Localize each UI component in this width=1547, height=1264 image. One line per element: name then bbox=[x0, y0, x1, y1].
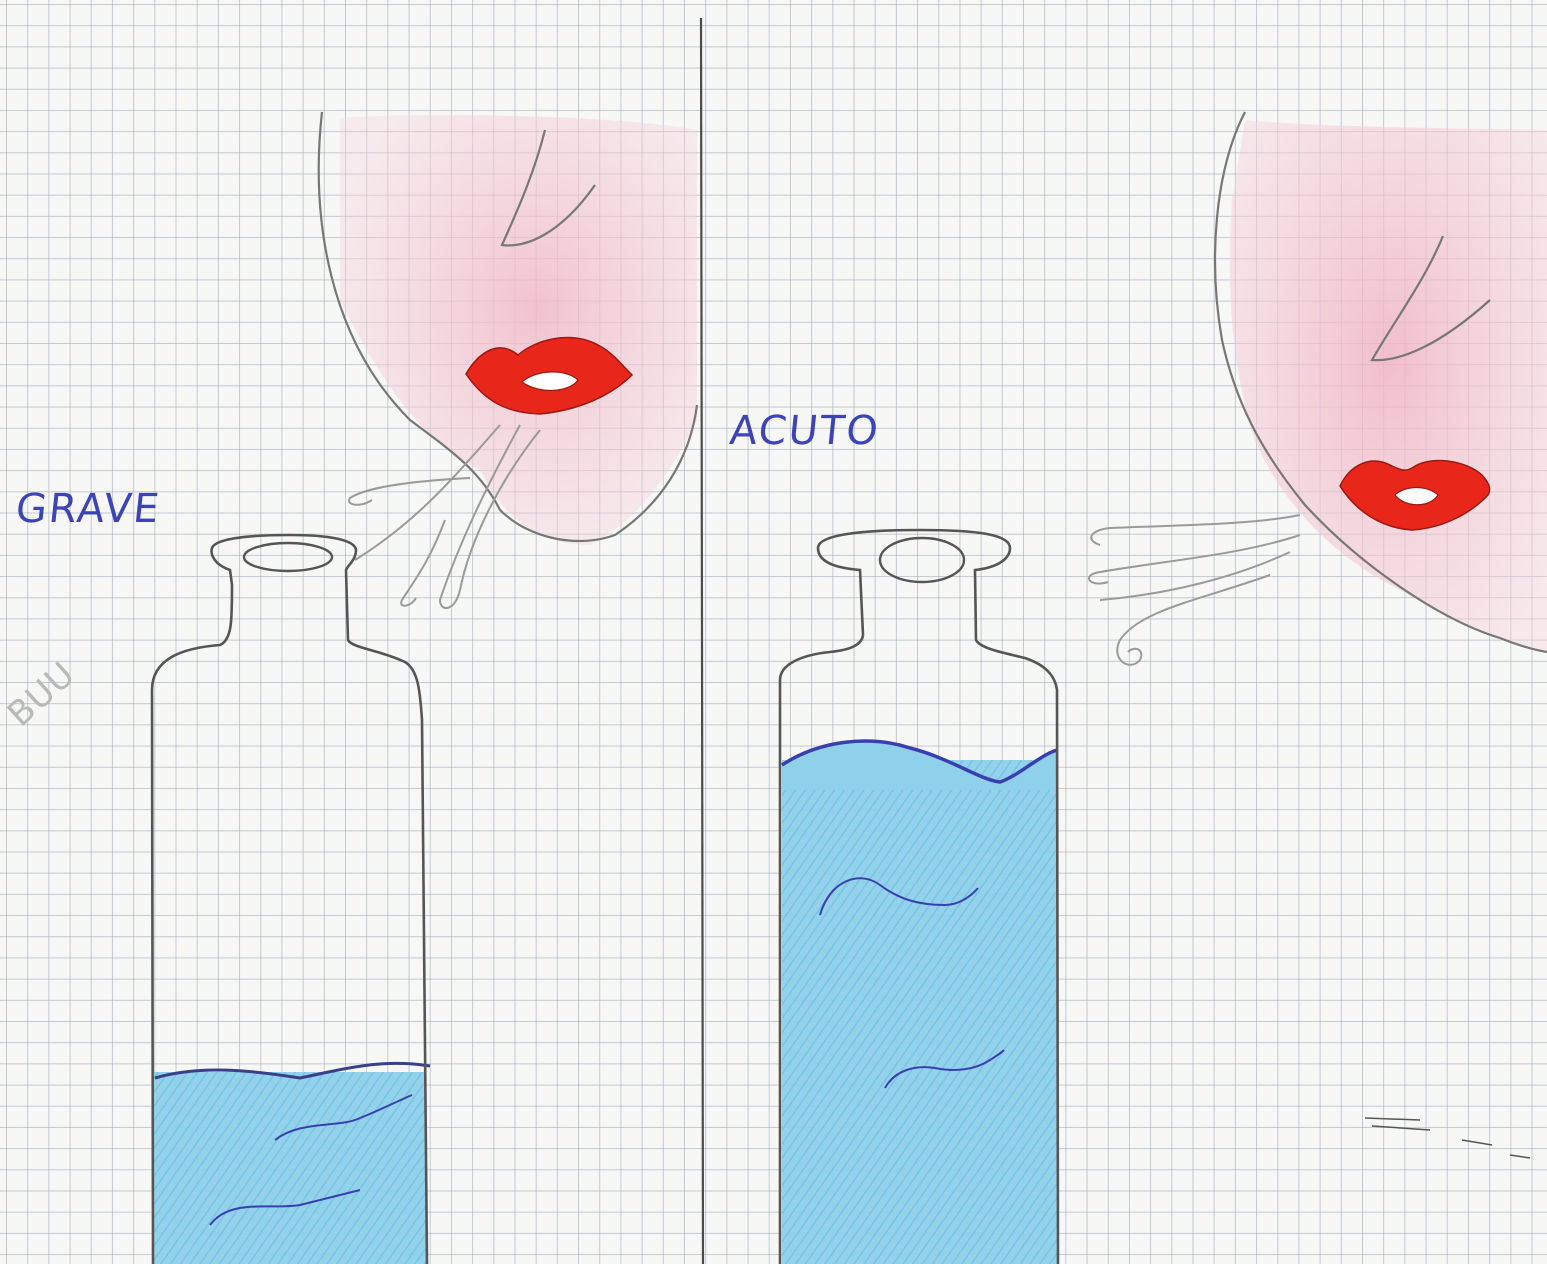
left-water bbox=[154, 1072, 426, 1264]
left-wave-1 bbox=[274, 1094, 413, 1141]
left-water-surface bbox=[154, 1061, 431, 1080]
right-bottle-outline bbox=[778, 528, 1060, 1264]
right-face-outline bbox=[1213, 111, 1547, 654]
left-breath-stream-2 bbox=[438, 424, 541, 609]
left-wave-2 bbox=[209, 1189, 361, 1226]
left-breath-stream-3 bbox=[348, 477, 471, 506]
left-face bbox=[317, 111, 699, 609]
left-bottle-mouth bbox=[242, 541, 334, 573]
right-mouth-opening bbox=[1394, 486, 1439, 506]
right-wave-2 bbox=[884, 1049, 1005, 1089]
panel-divider bbox=[699, 17, 705, 1264]
left-bottle-outline bbox=[150, 533, 429, 1264]
right-water bbox=[782, 760, 1057, 1264]
left-cheek-shading bbox=[340, 115, 697, 545]
right-breath-stream-4 bbox=[1116, 574, 1271, 666]
left-closed-eye bbox=[500, 129, 596, 247]
right-face bbox=[1087, 111, 1547, 666]
right-bottle bbox=[778, 528, 1060, 1264]
label-acuto: ACUTO bbox=[727, 408, 883, 454]
right-breath-stream-1 bbox=[1090, 514, 1301, 546]
right-breath-stream-2 bbox=[1087, 534, 1301, 585]
left-mouth-opening bbox=[521, 371, 579, 392]
right-water-top-fill bbox=[782, 741, 1057, 790]
label-grave: GRAVE bbox=[13, 486, 164, 532]
right-bottle-mouth bbox=[878, 536, 966, 584]
right-closed-eye bbox=[1370, 235, 1491, 362]
right-cheek-shading bbox=[1229, 120, 1547, 652]
left-breath-stream-4 bbox=[400, 519, 446, 607]
right-breath-stream-3 bbox=[1099, 551, 1291, 601]
pencil-smudges bbox=[1364, 1117, 1531, 1159]
right-water-surface bbox=[781, 739, 1058, 784]
right-wave-1 bbox=[819, 877, 979, 916]
left-bottle bbox=[150, 533, 431, 1264]
left-breath-stream-1 bbox=[354, 424, 501, 561]
left-face-outline bbox=[317, 111, 699, 543]
